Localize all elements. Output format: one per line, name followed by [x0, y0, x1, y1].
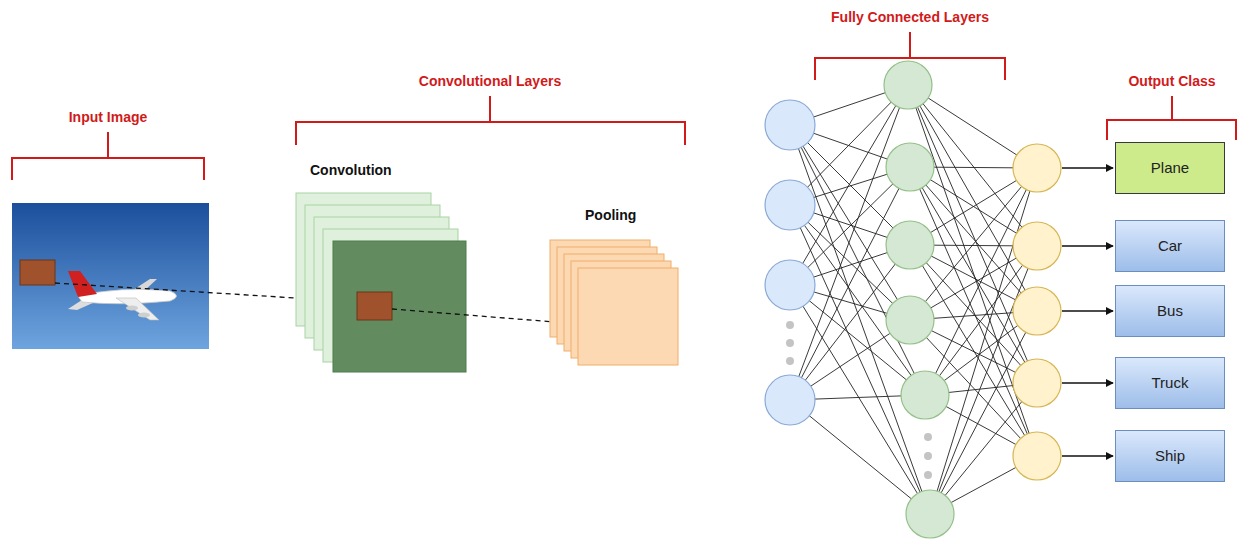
- class-name: Ship: [1155, 447, 1185, 465]
- neuron: [886, 143, 934, 191]
- neuron: [765, 375, 815, 425]
- neuron-links: [790, 85, 1037, 514]
- output-class-box: Truck: [1115, 357, 1225, 409]
- neuron-link: [910, 245, 1037, 456]
- output-arrow: [1062, 245, 1113, 247]
- output-arrow: [1062, 310, 1113, 312]
- neuron: [1013, 432, 1061, 480]
- ellipsis-dot: [786, 339, 794, 347]
- neuron-link: [908, 85, 1037, 311]
- ellipsis-dot: [924, 471, 932, 479]
- neuron-link: [925, 168, 1037, 395]
- neuron-link: [790, 400, 930, 514]
- airplane-engine: [126, 306, 138, 311]
- neuron: [886, 221, 934, 269]
- neuron: [765, 100, 815, 150]
- input-photo: [12, 203, 209, 349]
- output-class-box: Car: [1115, 220, 1225, 272]
- class-name: Bus: [1157, 302, 1183, 320]
- airplane: [68, 271, 177, 320]
- output-arrow: [1062, 382, 1113, 384]
- neuron: [884, 61, 932, 109]
- airplane-tail: [68, 271, 97, 297]
- neurons: [765, 61, 1061, 538]
- bracket: [12, 132, 204, 180]
- neuron: [886, 296, 934, 344]
- class-name: Truck: [1152, 374, 1189, 392]
- neuron-link: [930, 311, 1037, 514]
- neuron: [1013, 222, 1061, 270]
- ellipsis-dot: [924, 433, 932, 441]
- ellipsis-dot: [786, 357, 794, 365]
- section-heading: Output Class: [1128, 73, 1215, 89]
- neuron: [906, 490, 954, 538]
- ellipsis-dot: [786, 321, 794, 329]
- bracket: [296, 96, 685, 145]
- section-heading: Convolutional Layers: [419, 73, 561, 89]
- section-heading: Input Image: [69, 109, 148, 125]
- neuron: [1013, 144, 1061, 192]
- ellipsis-dot: [924, 452, 932, 460]
- neuron: [765, 180, 815, 230]
- stage-label: Convolution: [310, 162, 392, 178]
- output-arrow: [1062, 455, 1113, 457]
- neuron: [901, 371, 949, 419]
- class-name: Plane: [1151, 159, 1189, 177]
- filter-window: [20, 260, 55, 285]
- neuron: [765, 260, 815, 310]
- output-class-box: Plane: [1115, 142, 1225, 194]
- neuron: [1013, 287, 1061, 335]
- dashed-arrow: [55, 283, 328, 300]
- filter-window: [357, 292, 392, 320]
- pooled-map: [578, 268, 678, 365]
- class-name: Car: [1158, 237, 1182, 255]
- stage-label: Pooling: [585, 207, 636, 223]
- airplane-engine: [138, 313, 150, 318]
- airplane-wing: [116, 298, 159, 320]
- output-class-box: Bus: [1115, 285, 1225, 337]
- output-arrow: [1062, 167, 1113, 169]
- bracket: [1107, 96, 1236, 140]
- output-class-box: Ship: [1115, 430, 1225, 482]
- ellipsis-dots: [786, 321, 932, 479]
- section-heading: Fully Connected Layers: [831, 9, 989, 25]
- feature-map-front: [333, 241, 466, 372]
- neuron: [1013, 359, 1061, 407]
